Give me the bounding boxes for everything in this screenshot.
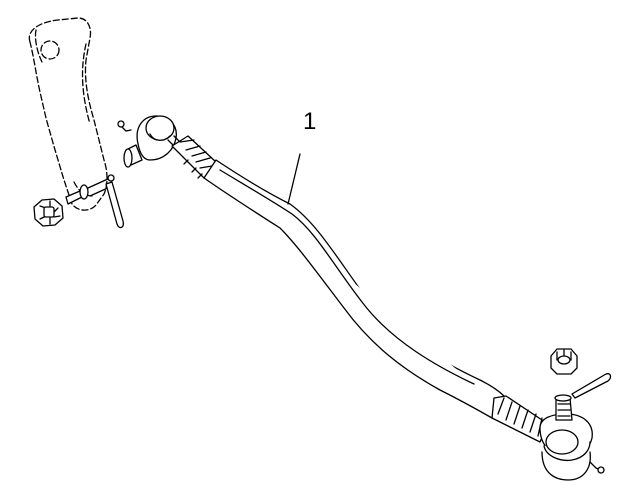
stud-right: [554, 394, 573, 421]
stud-washer-left: [65, 177, 113, 205]
castle-nut-left: [33, 198, 64, 227]
bellows-right: [491, 395, 549, 443]
cotter-pin-right: [571, 373, 612, 399]
ball-joint-left: [123, 115, 185, 168]
drag-link-tube: [203, 159, 505, 419]
ball-joint-right: [539, 413, 593, 481]
pitman-arm-phantom: [28, 17, 108, 211]
callout-leader: [287, 153, 301, 205]
bellows-left: [171, 135, 217, 179]
cotter-pin-left: [105, 174, 125, 229]
grease-fitting-left: [117, 120, 132, 132]
callout-number: 1: [303, 108, 317, 135]
grease-fitting-right: [589, 461, 605, 474]
castle-nut-right: [550, 348, 578, 375]
